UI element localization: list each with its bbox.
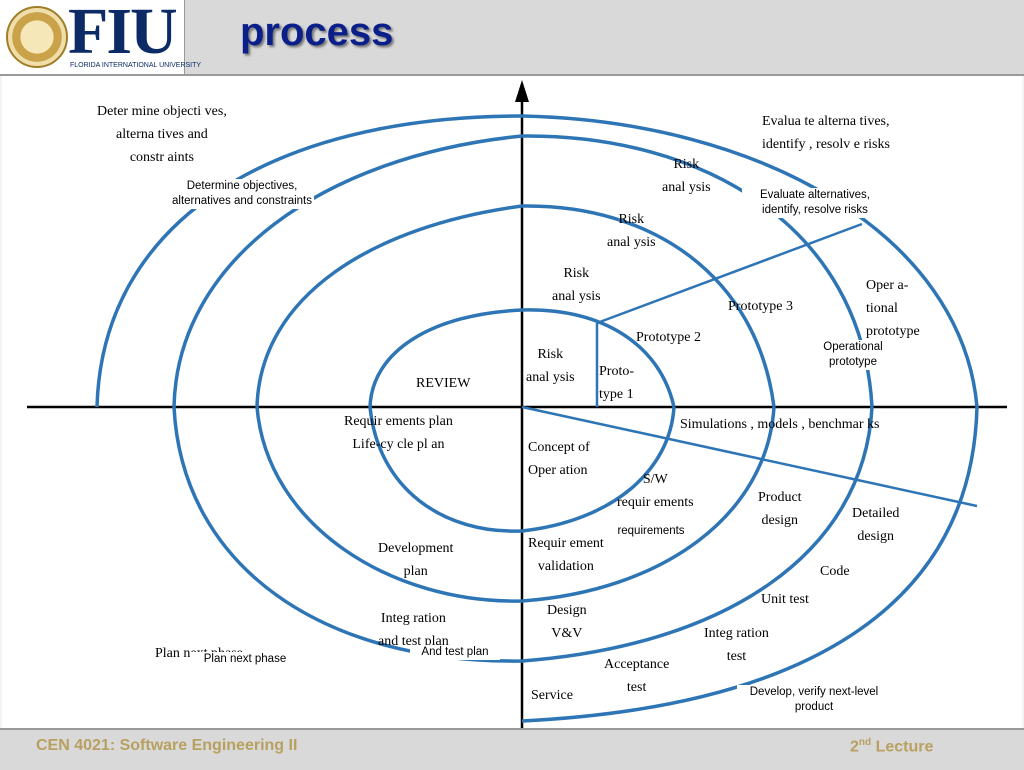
quadrant-evaluate-label: Evalua te alterna tives, identify , reso… xyxy=(762,110,890,156)
label-line: Product xyxy=(758,490,802,505)
note-requirements: requirements xyxy=(608,524,694,539)
code-label: Code xyxy=(820,564,850,579)
lecture-suffix: nd xyxy=(858,737,872,748)
slide-content: Deter mine objecti ves, alterna tives an… xyxy=(2,76,1022,728)
label-line: test xyxy=(726,649,747,664)
development-plan-label: Development plan xyxy=(378,537,453,583)
logo-subtitle: FLORIDA INTERNATIONAL UNIVERSITY xyxy=(70,62,202,69)
risk-analysis-label-1: Risk anal ysis xyxy=(526,343,575,389)
label-line: validation xyxy=(537,559,594,574)
label-line: tional xyxy=(866,301,898,316)
label-line: Proto- xyxy=(599,364,634,379)
label-line: Detailed xyxy=(852,506,900,521)
slide-header: FIU FLORIDA INTERNATIONAL UNIVERSITY pro… xyxy=(0,0,1024,76)
note-develop-verify: Develop, verify next-level product xyxy=(737,685,891,715)
label-line: design xyxy=(857,529,894,544)
radial-lines xyxy=(521,222,978,508)
review-label: REVIEW xyxy=(416,376,471,391)
unit-test-label: Unit test xyxy=(761,592,809,607)
label-line: identify , resolv e risks xyxy=(762,137,890,152)
design-vv-label: Design V&V xyxy=(547,599,587,645)
lecture-number-digit: 2 xyxy=(850,738,859,756)
label-line: Development xyxy=(378,541,454,556)
label-line: Deter mine objecti ves, xyxy=(97,104,227,119)
label-line: requir ements xyxy=(617,495,694,510)
label-line: Risk xyxy=(673,157,700,172)
acceptance-test-label: Acceptance test xyxy=(604,653,669,699)
note-evaluate-alternatives: Evaluate alternatives, identify, resolve… xyxy=(742,188,888,218)
label-line: Integ ration xyxy=(380,611,446,626)
lecture-number: 2nd Lecture xyxy=(850,737,933,756)
prototype-3-label: Prototype 3 xyxy=(728,299,793,314)
sw-requirements-label: S/W requir ements xyxy=(617,468,694,514)
prototype-2-label: Prototype 2 xyxy=(636,330,701,345)
label-line: anal ysis xyxy=(526,370,575,385)
slide-footer: CEN 4021: Software Engineering II 2nd Le… xyxy=(0,728,1024,770)
label-line: Evalua te alterna tives, xyxy=(762,114,890,129)
service-label: Service xyxy=(531,688,573,703)
label-line: design xyxy=(761,513,799,528)
university-seal-icon xyxy=(6,6,68,68)
label-line: constr aints xyxy=(129,150,194,165)
prototype-1-label: Proto- type 1 xyxy=(599,360,634,406)
label-line: anal ysis xyxy=(552,289,601,304)
label-line: anal ysis xyxy=(662,180,711,195)
label-line: anal ysis xyxy=(607,235,656,250)
note-determine-objectives: Determine objectives, alternatives and c… xyxy=(170,179,314,209)
label-line: Oper a- xyxy=(866,278,909,293)
label-line: S/W xyxy=(642,472,668,487)
label-line: Risk xyxy=(618,212,645,227)
slide-title: process xyxy=(240,10,394,54)
risk-analysis-label-2: Risk anal ysis xyxy=(552,262,601,308)
note-plan-next-phase: Plan next phase xyxy=(190,652,300,667)
quadrant-objectives-label: Deter mine objecti ves, alterna tives an… xyxy=(97,100,227,169)
label-line: Requir ements plan xyxy=(344,414,453,429)
requirements-plan-label: Requir ements plan Life-cy cle pl an xyxy=(344,410,453,456)
requirement-validation-label: Requir ement validation xyxy=(528,532,604,578)
detailed-design-label: Detailed design xyxy=(852,502,899,548)
operational-prototype-label: Oper a- tional prototype xyxy=(866,274,920,343)
product-design-label: Product design xyxy=(758,486,802,532)
risk-analysis-label-4: Risk anal ysis xyxy=(662,153,711,199)
lecture-word: Lecture xyxy=(875,738,934,756)
simulations-label: Simulations , models , benchmar ks xyxy=(680,417,880,432)
course-title: CEN 4021: Software Engineering II xyxy=(36,737,298,754)
integration-test-label: Integ ration test xyxy=(704,622,769,668)
label-line: Acceptance xyxy=(604,657,670,672)
label-line: Risk xyxy=(563,266,590,281)
label-line: Risk xyxy=(537,347,564,362)
label-line: alterna tives and xyxy=(116,127,208,142)
concept-of-operation-label: Concept of Oper ation xyxy=(528,436,590,482)
label-line: Oper ation xyxy=(528,463,588,478)
fiu-logo: FIU FLORIDA INTERNATIONAL UNIVERSITY xyxy=(0,0,201,74)
label-line: test xyxy=(626,680,647,695)
label-line: prototype xyxy=(866,324,920,339)
note-and-test-plan: And test plan xyxy=(410,645,500,660)
label-line: Life-cy cle pl an xyxy=(352,437,445,452)
logo-text: FIU xyxy=(68,0,178,68)
note-operational-prototype: Operational prototype xyxy=(804,340,902,370)
spiral-model-diagram xyxy=(27,80,1007,728)
label-line: Integ ration xyxy=(704,626,769,641)
risk-analysis-label-3: Risk anal ysis xyxy=(607,208,656,254)
axis-arrowhead-icon xyxy=(515,80,529,102)
label-line: V&V xyxy=(551,626,583,641)
label-line: plan xyxy=(403,564,428,579)
label-line: Requir ement xyxy=(528,536,604,551)
label-line: Concept of xyxy=(528,440,590,455)
label-line: type 1 xyxy=(599,387,634,402)
label-line: Design xyxy=(547,603,587,618)
